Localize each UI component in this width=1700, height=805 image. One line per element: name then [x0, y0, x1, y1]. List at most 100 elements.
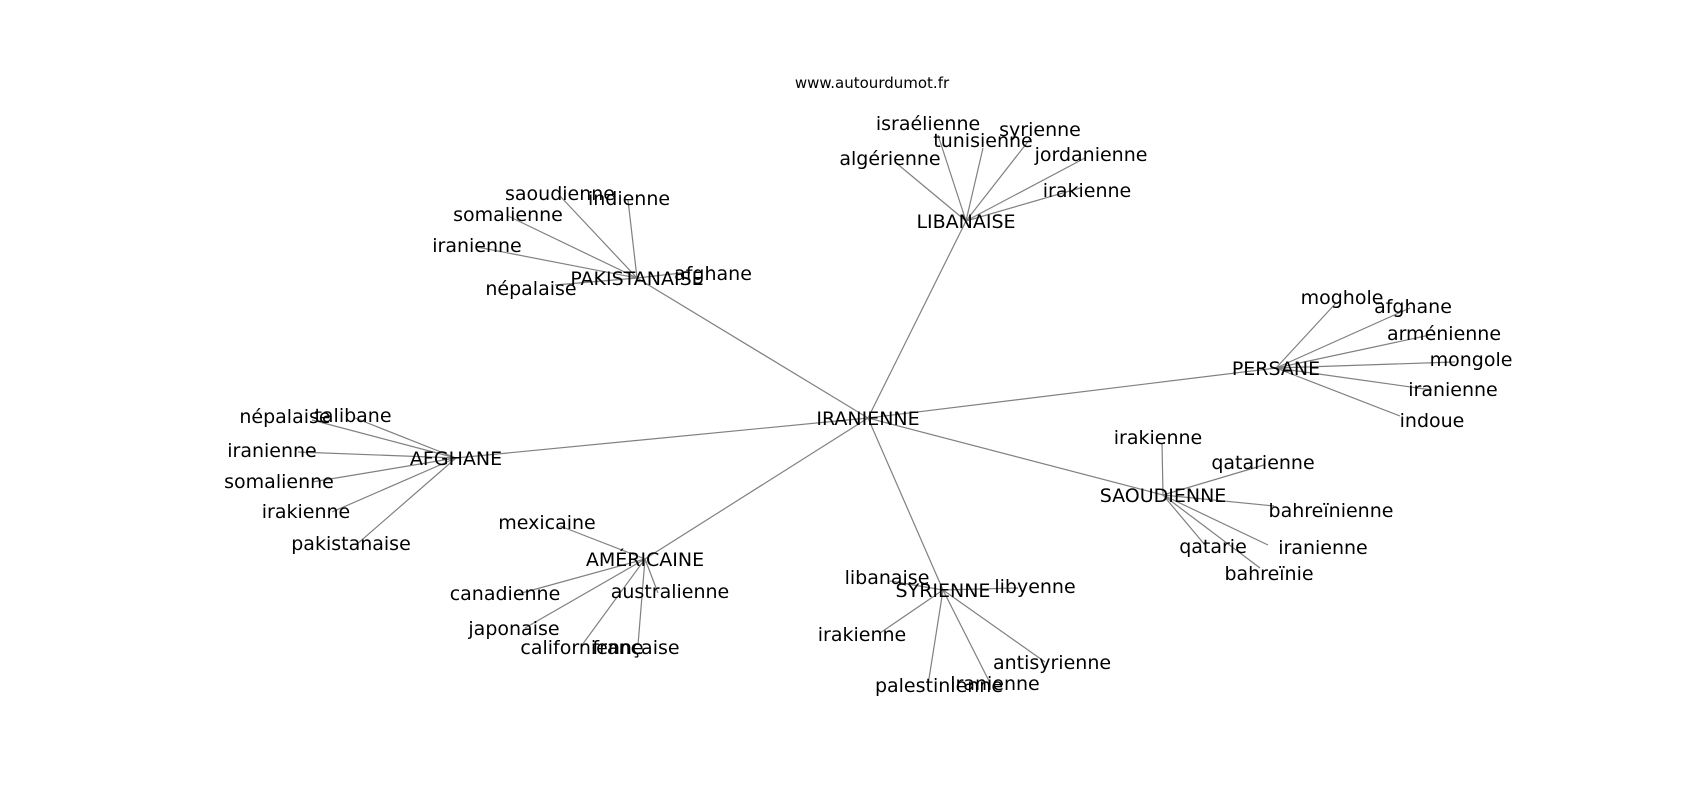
edge-hub-to-leaf [581, 558, 646, 646]
leaf-node[interactable]: tunisienne [933, 130, 1032, 152]
leaf-node[interactable]: libanaise [845, 567, 930, 589]
leaf-node[interactable]: bahreïnienne [1269, 500, 1394, 522]
edge-hub-to-leaf [1162, 464, 1265, 496]
leaf-node[interactable]: mongole [1430, 349, 1513, 371]
edge-hub-to-leaf [1275, 361, 1456, 369]
leaf-node[interactable]: iranienne [1278, 537, 1368, 559]
leaf-node[interactable]: somalienne [453, 204, 563, 226]
leaf-node[interactable]: somalienne [224, 471, 334, 493]
edges-layer [297, 134, 1456, 686]
leaf-node[interactable]: japonaise [467, 618, 559, 640]
edge-hub-to-leaf [354, 417, 457, 459]
center-node[interactable]: IRANIENNE [816, 408, 919, 430]
edge-hub-to-leaf [965, 187, 1081, 222]
edge-hub-to-leaf [1162, 494, 1275, 507]
edge-center-to-hub [455, 417, 869, 459]
edge-hub-to-leaf [507, 215, 638, 279]
leaf-node[interactable]: jordanienne [1034, 144, 1148, 166]
edge-hub-to-leaf [937, 134, 967, 222]
leaf-node[interactable]: mexicaine [498, 512, 596, 534]
edge-hub-to-leaf [355, 457, 457, 546]
labels-layer: www.autourdumot.fr IRANIENNE israélienne… [224, 74, 1512, 697]
hub-node[interactable]: AMÉRICAINE [586, 548, 704, 571]
leaf-node[interactable]: népalaise [239, 406, 330, 428]
hub-node[interactable]: SAOUDIENNE [1100, 485, 1227, 507]
leaf-node[interactable]: irakienne [1114, 427, 1202, 449]
leaf-node[interactable]: algérienne [839, 148, 940, 170]
leaf-node[interactable]: irakienne [1043, 180, 1131, 202]
leaf-node[interactable]: canadienne [450, 583, 561, 605]
leaf-node[interactable]: indoue [1400, 410, 1465, 432]
edge-center-to-hub [867, 417, 1164, 496]
hub-node[interactable]: SYRIENNE [896, 580, 991, 602]
leaf-node[interactable]: française [592, 637, 679, 659]
edge-hub-to-leaf [1162, 494, 1206, 546]
edge-hub-to-leaf [476, 246, 638, 279]
edge-center-to-hub [636, 277, 869, 419]
edge-hub-to-leaf [1162, 494, 1269, 546]
edge-hub-to-leaf [965, 138, 1031, 222]
edge-hub-to-leaf [889, 580, 944, 591]
edge-hub-to-leaf [637, 558, 646, 646]
edge-hub-to-leaf [1275, 334, 1431, 369]
edge-hub-to-leaf [627, 199, 638, 279]
leaf-node[interactable]: californienne [520, 637, 643, 659]
leaf-node[interactable]: australienne [611, 581, 730, 603]
leaf-node[interactable]: irakienne [818, 624, 906, 646]
leaf-node[interactable]: népalaise [485, 278, 576, 300]
edge-center-to-hub [867, 220, 967, 419]
edge-hub-to-leaf [644, 558, 659, 594]
leaf-node[interactable]: syrienne [999, 119, 1081, 141]
edge-hub-to-leaf [559, 195, 638, 279]
hub-node[interactable]: LIBANAISE [916, 211, 1015, 233]
edge-hub-to-leaf [1162, 494, 1261, 569]
leaf-node[interactable]: iranienne [432, 235, 522, 257]
hub-node[interactable]: AFGHANE [410, 448, 502, 470]
edge-hub-to-leaf [524, 558, 646, 629]
edge-hub-to-leaf [559, 525, 646, 560]
edge-hub-to-leaf [311, 457, 457, 483]
leaf-node[interactable]: saoudienne [505, 183, 615, 205]
edge-hub-to-leaf [331, 457, 457, 513]
edge-hub-to-leaf [927, 589, 944, 686]
leaf-node[interactable]: irakienne [262, 501, 350, 523]
edge-hub-to-leaf [942, 589, 991, 684]
leaf-node[interactable]: israélienne [876, 113, 980, 135]
leaf-node[interactable]: antisyrienne [993, 652, 1111, 674]
leaf-node[interactable]: qatarie [1179, 536, 1247, 558]
leaf-node[interactable]: indienne [588, 188, 670, 210]
edge-center-to-hub [867, 367, 1277, 419]
edge-hub-to-leaf [1161, 442, 1164, 496]
site-credit: www.autourdumot.fr [795, 74, 950, 92]
edge-hub-to-leaf [1275, 367, 1401, 417]
edge-hub-to-leaf [942, 589, 1046, 663]
edge-hub-to-leaf [636, 271, 691, 279]
edge-hub-to-leaf [1275, 307, 1411, 369]
leaf-node[interactable]: afghane [1374, 296, 1452, 318]
edge-hub-to-leaf [297, 451, 457, 459]
leaf-node[interactable]: talibane [314, 405, 391, 427]
leaf-node[interactable]: arménienne [1387, 323, 1501, 345]
edge-hub-to-leaf [965, 157, 1086, 222]
hub-node[interactable]: PERSANE [1232, 358, 1320, 380]
edge-hub-to-leaf [1275, 367, 1433, 391]
leaf-node[interactable]: moghole [1301, 287, 1384, 309]
edge-hub-to-leaf [311, 419, 457, 459]
edge-hub-to-leaf [942, 587, 1019, 591]
leaf-node[interactable]: iranienne [227, 440, 317, 462]
edge-center-to-hub [644, 417, 869, 560]
leaf-node[interactable]: iranienne [950, 673, 1040, 695]
edge-hub-to-leaf [879, 589, 944, 634]
hub-node[interactable]: PAKISTANAISE [570, 268, 703, 290]
leaf-node[interactable]: afghane [674, 263, 752, 285]
leaf-node[interactable]: bahreïnie [1224, 563, 1313, 585]
edge-hub-to-leaf [965, 147, 984, 222]
edge-hub-to-leaf [554, 277, 638, 286]
leaf-node[interactable]: qatarienne [1211, 452, 1314, 474]
leaf-node[interactable]: palestinienne [875, 675, 1003, 697]
leaf-node[interactable]: libyenne [994, 576, 1075, 598]
leaf-node[interactable]: iranienne [1408, 379, 1498, 401]
leaf-node[interactable]: pakistanaise [291, 533, 411, 555]
